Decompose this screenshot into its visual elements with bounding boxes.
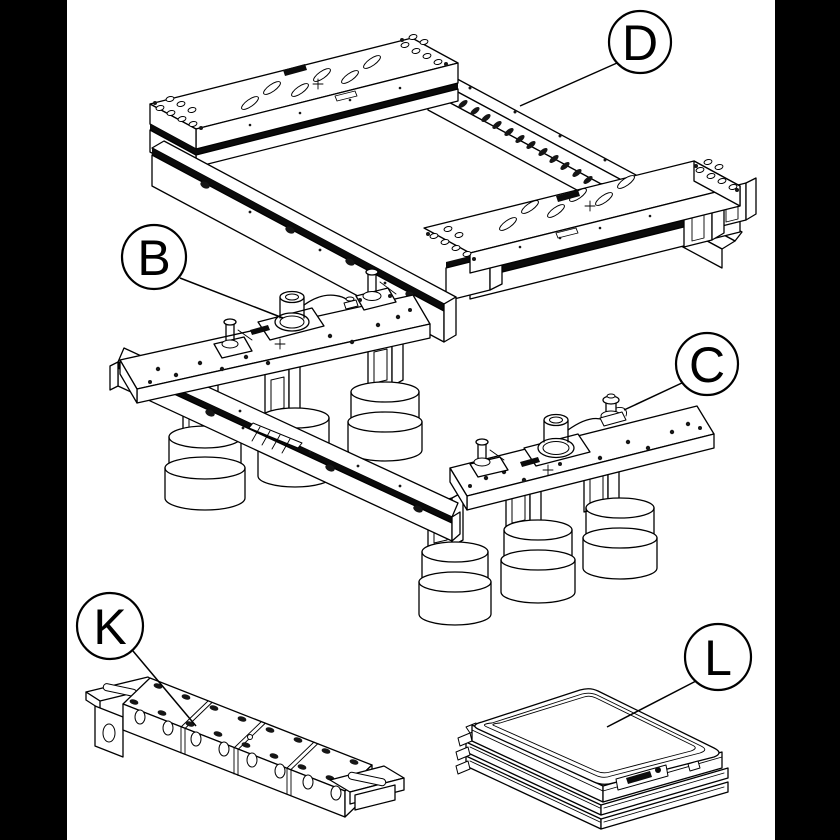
- balloon-k-label: K: [93, 599, 126, 655]
- plate-b-holes: [148, 308, 412, 384]
- part-k-manifold-block: [85, 676, 405, 818]
- frame-plate-top: [149, 33, 459, 150]
- leader-line-d: [519, 62, 618, 107]
- hose: [303, 294, 351, 310]
- clamp-cylinder-center: [257, 290, 359, 341]
- part-b-plate: [119, 268, 431, 404]
- manifold-top-holes: [129, 683, 359, 781]
- toggle-clamp-left: [213, 318, 253, 359]
- balloon-c-label: C: [689, 337, 725, 393]
- balloon-b-label: B: [137, 230, 170, 286]
- leader-line-c: [623, 381, 685, 411]
- balloon-c: C: [623, 331, 740, 411]
- leader-line-k: [132, 650, 197, 727]
- pillarbox-left: [0, 0, 67, 840]
- toggle-clamp-right: [355, 268, 397, 311]
- manifold-front-holes: [134, 709, 342, 801]
- balloon-l: L: [606, 622, 753, 728]
- balloon-d-label: D: [622, 15, 658, 71]
- balloon-d: D: [519, 9, 673, 107]
- logo-mark: [556, 190, 580, 202]
- part-l-tray-stack: [455, 688, 729, 830]
- balloon-b: B: [120, 223, 284, 319]
- toggle-clamp-left: [469, 438, 509, 478]
- part-c-plate: [449, 393, 715, 511]
- rail-center-slot: [241, 422, 312, 454]
- cylinder-feet-c: [418, 497, 658, 626]
- logo-mark: [283, 64, 307, 76]
- fixture-front-rail: [109, 347, 461, 542]
- pillarbox-right: [775, 0, 840, 840]
- hose: [567, 417, 605, 431]
- balloon-l-label: L: [704, 630, 732, 686]
- logo-mark: [520, 457, 540, 467]
- part-d-base-frame: [149, 33, 757, 343]
- frame-plate-bottom: [423, 158, 741, 274]
- logo-plate: [615, 764, 669, 791]
- balloon-k: K: [75, 591, 197, 727]
- logo-mark: [250, 325, 270, 335]
- leader-line-b: [179, 277, 284, 319]
- air-fitting: [599, 393, 627, 427]
- clamp-cylinder-center: [523, 413, 605, 467]
- leader-line-l: [606, 680, 697, 728]
